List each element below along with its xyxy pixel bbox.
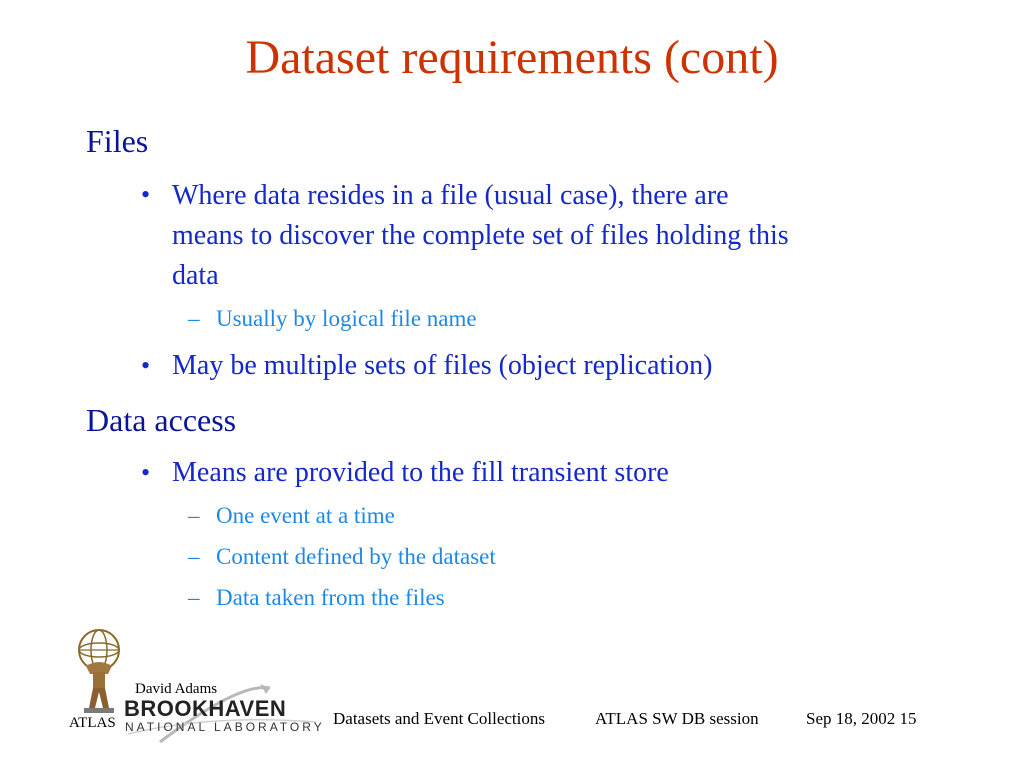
footer-topic: Datasets and Event Collections bbox=[333, 709, 545, 728]
author-name: David Adams bbox=[135, 681, 218, 697]
sub-bullet-text: Usually by logical file name bbox=[216, 306, 477, 331]
bullet-line: Where data resides in a file (usual case… bbox=[172, 180, 729, 211]
bullet-line: means to discover the complete set of fi… bbox=[172, 220, 789, 251]
bullet-marker: • bbox=[141, 351, 151, 380]
sub-bullet-marker: – bbox=[188, 503, 200, 528]
national-laboratory-wordmark: NATIONAL LABORATORY bbox=[125, 720, 325, 734]
brookhaven-wordmark: BROOKHAVEN bbox=[124, 696, 287, 721]
atlas-label: ATLAS bbox=[69, 715, 116, 731]
sub-bullet-marker: – bbox=[188, 544, 200, 569]
section-heading-data-access: Data access bbox=[86, 402, 237, 438]
atlas-globe-logo-icon bbox=[78, 629, 120, 713]
sub-bullet-text: One event at a time bbox=[216, 503, 395, 528]
sub-bullet-text: Content defined by the dataset bbox=[216, 544, 496, 569]
section-heading-files: Files bbox=[86, 123, 149, 159]
footer-session: ATLAS SW DB session bbox=[595, 709, 759, 728]
sub-bullet-marker: – bbox=[188, 585, 200, 610]
bullet-marker: • bbox=[141, 180, 151, 209]
bullet-line: Means are provided to the fill transient… bbox=[172, 457, 669, 488]
brookhaven-swoosh-icon bbox=[127, 684, 317, 744]
footer-date-page: Sep 18, 2002 15 bbox=[806, 709, 917, 728]
slide-title: Dataset requirements (cont) bbox=[245, 31, 779, 84]
bullet-marker: • bbox=[141, 458, 151, 487]
bullet-line: May be multiple sets of files (object re… bbox=[172, 350, 713, 381]
sub-bullet-marker: – bbox=[188, 306, 200, 331]
sub-bullet-text: Data taken from the files bbox=[216, 585, 445, 610]
bullet-line: data bbox=[172, 260, 219, 291]
